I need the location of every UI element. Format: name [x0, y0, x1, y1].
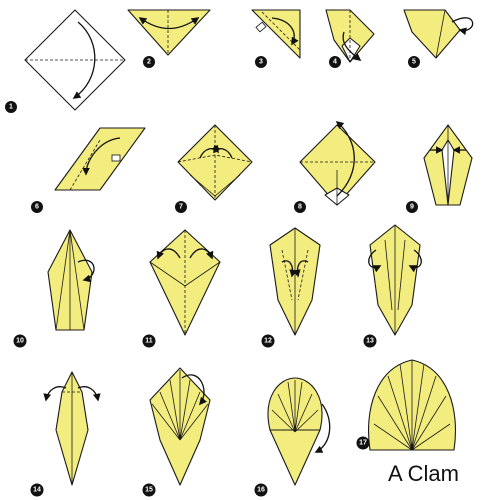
step-badge-15: 15	[142, 483, 156, 497]
svg-text:13: 13	[366, 338, 374, 345]
step-badge-6: 6	[31, 201, 43, 213]
svg-text:3: 3	[259, 59, 263, 66]
step-3-figure	[251, 9, 301, 59]
step-badge-12: 12	[261, 334, 275, 348]
step-badge-7: 7	[175, 201, 187, 213]
step-badge-11: 11	[142, 334, 156, 348]
svg-text:15: 15	[145, 487, 153, 494]
step-badge-4: 4	[329, 56, 341, 68]
svg-text:1: 1	[9, 104, 13, 111]
step-badge-1: 1	[5, 101, 17, 113]
step-11-figure	[149, 229, 221, 336]
step-6-figure	[54, 127, 146, 191]
step-badge-8: 8	[294, 201, 306, 213]
svg-text:17: 17	[359, 440, 367, 447]
step-13-figure	[368, 224, 422, 336]
step-15-figure	[149, 367, 211, 486]
svg-text:4: 4	[333, 59, 337, 66]
step-8-figure	[299, 120, 376, 206]
svg-text:7: 7	[179, 204, 183, 211]
step-1-figure	[24, 9, 126, 111]
svg-text:16: 16	[257, 487, 265, 494]
step-7-figure	[177, 124, 253, 201]
step-17-figure	[367, 359, 457, 451]
svg-text:10: 10	[16, 338, 24, 345]
step-14-figure	[43, 371, 101, 486]
svg-text:8: 8	[298, 204, 302, 211]
step-badge-2: 2	[143, 56, 155, 68]
svg-text:14: 14	[33, 487, 41, 494]
step-badge-17: 17	[356, 436, 370, 450]
step-12-figure	[269, 227, 321, 336]
svg-text:6: 6	[35, 204, 39, 211]
svg-text:12: 12	[264, 338, 272, 345]
step-badge-9: 9	[406, 201, 418, 213]
step-badge-5: 5	[408, 56, 420, 68]
svg-text:2: 2	[147, 59, 151, 66]
step-2-figure	[127, 9, 211, 56]
step-9-figure	[423, 124, 473, 206]
step-16-figure	[267, 377, 331, 486]
diagram-title: A Clam	[388, 461, 459, 486]
svg-text:9: 9	[410, 204, 414, 211]
step-10-figure	[47, 229, 95, 331]
svg-text:11: 11	[145, 338, 153, 345]
svg-text:5: 5	[412, 59, 416, 66]
step-badge-3: 3	[255, 56, 267, 68]
step-5-figure	[403, 9, 474, 59]
step-badge-16: 16	[254, 483, 268, 497]
step-badge-14: 14	[30, 483, 44, 497]
step-badge-10: 10	[13, 334, 27, 348]
step-4-figure	[325, 9, 375, 63]
step-badge-13: 13	[363, 334, 377, 348]
